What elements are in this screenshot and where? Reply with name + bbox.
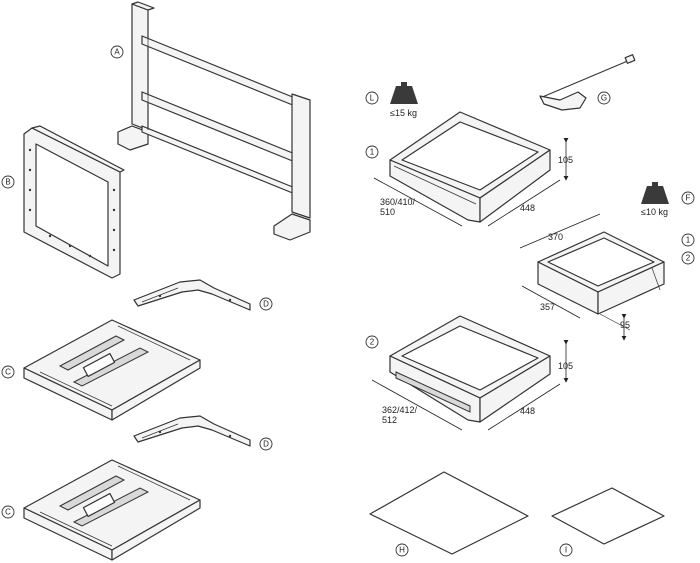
label-d-upper: D (259, 297, 273, 311)
label-c-lower: C (1, 505, 15, 519)
svg-text:C: C (5, 368, 11, 377)
small-drawer (537, 231, 665, 315)
label-small-2: 2 (681, 251, 695, 265)
svg-text:448: 448 (520, 203, 535, 213)
svg-text:370: 370 (548, 232, 563, 242)
svg-text:2: 2 (370, 338, 375, 347)
svg-text:H: H (399, 546, 405, 555)
pullout-part-c-upper (23, 319, 201, 421)
label-d-lower: D (259, 437, 273, 451)
svg-text:C: C (5, 508, 11, 517)
svg-text:D: D (263, 300, 269, 309)
svg-text:95: 95 (620, 320, 630, 330)
frame-part-a (117, 1, 311, 241)
dims-drawer-2: 105 362/412/ 512 448 (371, 340, 573, 431)
panel-part-i (551, 487, 665, 545)
svg-text:B: B (5, 178, 10, 187)
svg-text:D: D (263, 440, 269, 449)
bracket-part-d-lower (133, 415, 251, 447)
rod-part-g (539, 54, 636, 111)
dims-drawer-1: 105 360/410/ 510 448 (373, 138, 573, 227)
svg-text:362/412/: 362/412/ (382, 405, 418, 415)
label-l: L (365, 91, 379, 105)
label-f: F (681, 191, 695, 205)
weight-limit-large: ≤15 kg (390, 108, 417, 118)
label-b: B (1, 175, 15, 189)
svg-text:448: 448 (520, 406, 535, 416)
svg-text:360/410/: 360/410/ (380, 197, 416, 207)
bracket-part-d-upper (133, 279, 251, 311)
drawer-2 (389, 315, 551, 423)
svg-text:105: 105 (558, 361, 573, 371)
pullout-part-c-lower (23, 459, 201, 561)
svg-text:I: I (565, 546, 567, 555)
svg-text:105: 105 (558, 155, 573, 165)
label-drawer-1: 1 (365, 145, 379, 159)
panel-part-h (369, 471, 529, 555)
label-h: H (395, 543, 409, 557)
svg-text:1: 1 (686, 236, 691, 245)
label-i: I (559, 543, 573, 557)
weight-icon-small (641, 182, 669, 204)
svg-text:1: 1 (370, 148, 375, 157)
label-a: A (110, 45, 124, 59)
dims-small-drawer: 370 357 95 (519, 213, 631, 341)
weight-limit-small: ≤10 kg (641, 207, 668, 217)
weight-icon-large (390, 82, 418, 104)
svg-text:G: G (601, 94, 607, 103)
label-c-upper: C (1, 365, 15, 379)
label-drawer-2: 2 (365, 335, 379, 349)
svg-text:F: F (686, 194, 691, 203)
svg-text:357: 357 (540, 302, 555, 312)
svg-text:A: A (114, 48, 120, 57)
svg-text:2: 2 (686, 254, 691, 263)
drawer-1 (389, 111, 551, 223)
svg-text:512: 512 (382, 415, 397, 425)
side-panel-part-b (23, 125, 125, 279)
svg-text:510: 510 (380, 207, 395, 217)
label-g: G (597, 91, 611, 105)
label-small-1: 1 (681, 233, 695, 247)
svg-text:L: L (370, 94, 375, 103)
